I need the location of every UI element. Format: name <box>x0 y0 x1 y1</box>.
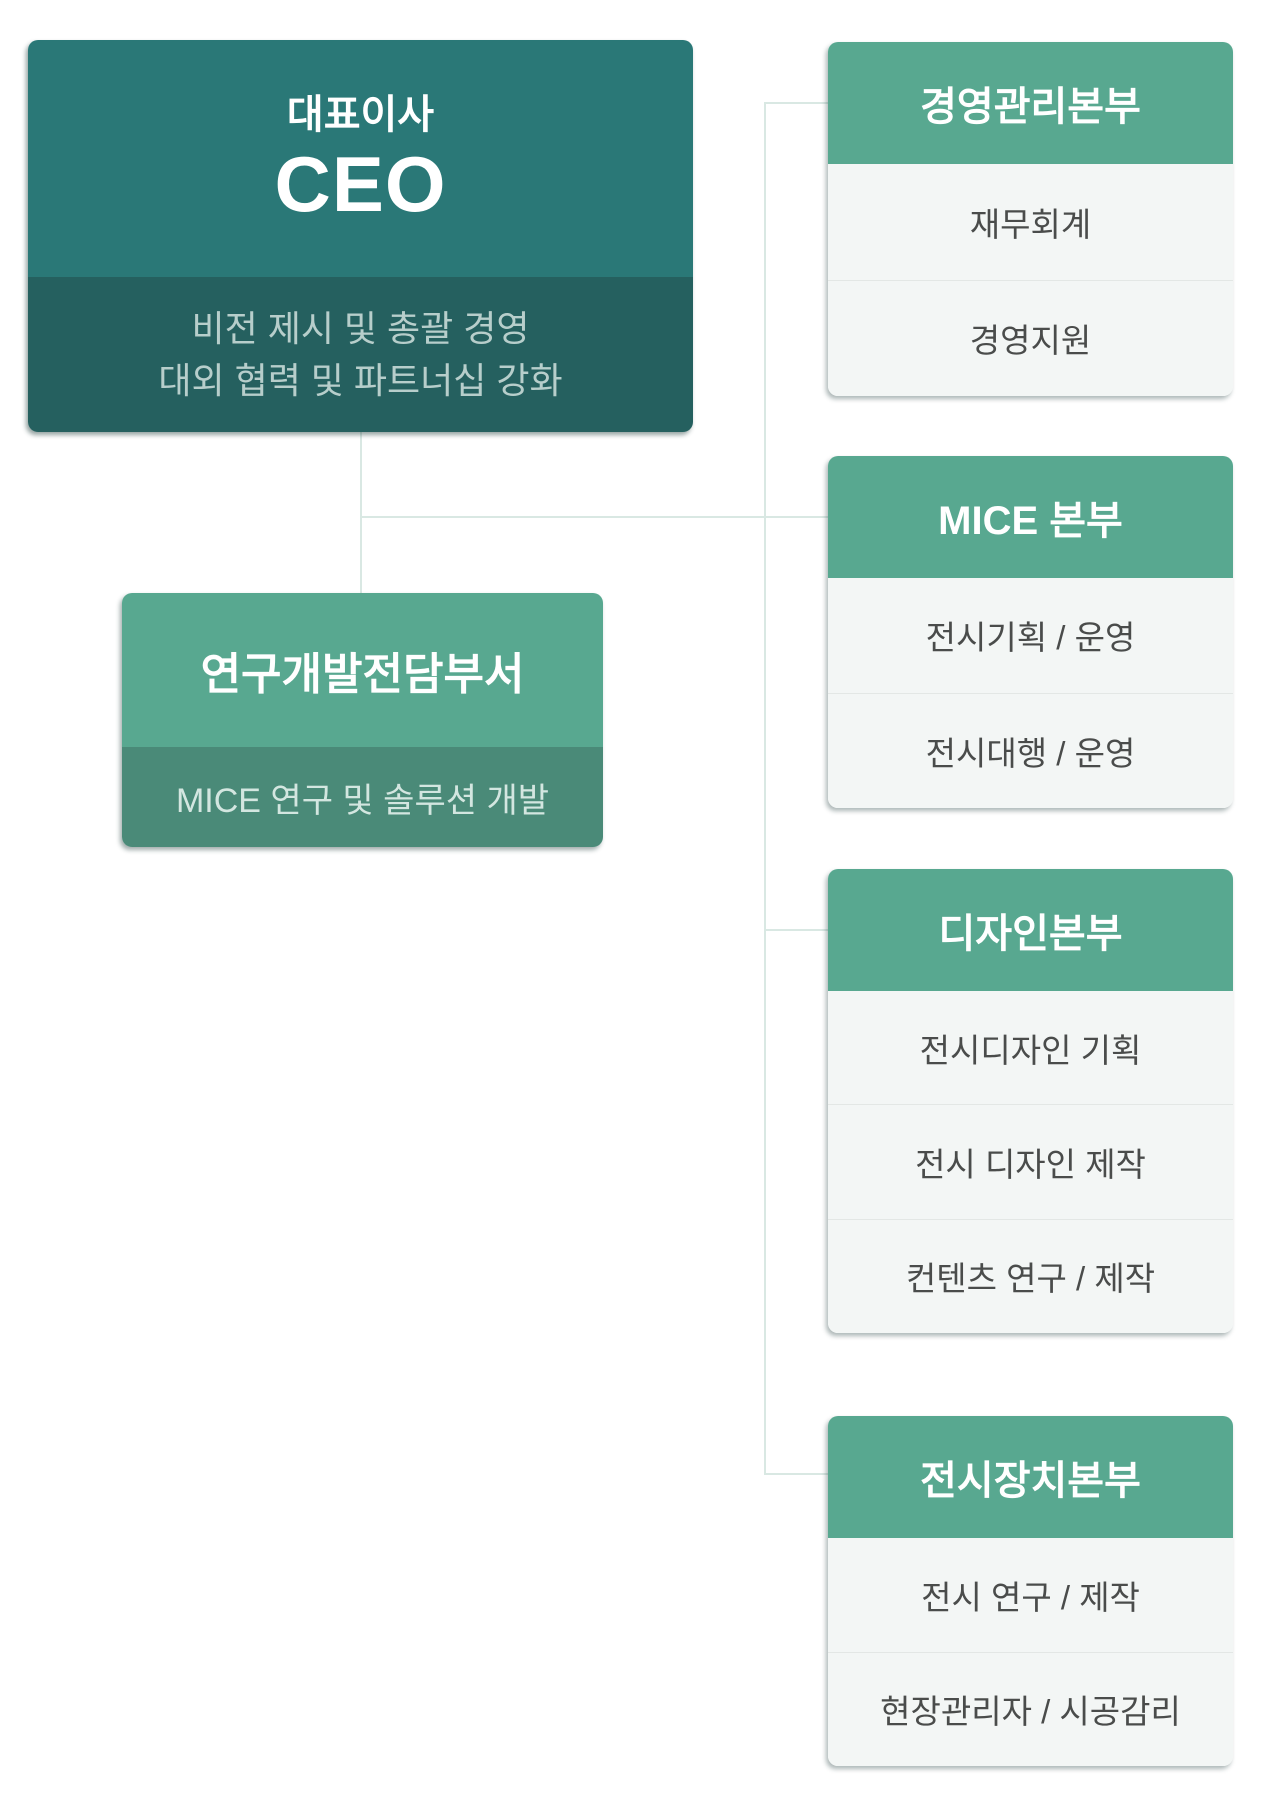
dept-item: 경영지원 <box>828 279 1233 397</box>
connector-trunk-vertical <box>764 102 766 1475</box>
rnd-department-box: 연구개발전담부서 MICE 연구 및 솔루션 개발 <box>122 593 603 847</box>
dept-body: 전시기획 / 운영 전시대행 / 운영 <box>828 578 1233 808</box>
dept-box-design: 디자인본부 전시디자인 기획 전시 디자인 제작 컨텐츠 연구 / 제작 <box>828 869 1233 1333</box>
ceo-box-header: 대표이사 CEO <box>28 40 693 277</box>
ceo-box-description: 비전 제시 및 총괄 경영 대외 협력 및 파트너십 강화 <box>28 277 693 432</box>
ceo-title-korean: 대표이사 <box>286 92 435 137</box>
connector-ceo-to-trunk <box>360 516 828 518</box>
dept-header-mice: MICE 본부 <box>828 456 1233 578</box>
connector-ceo-vertical <box>360 432 362 593</box>
rnd-department-title: 연구개발전담부서 <box>122 593 603 747</box>
dept-item: 전시 디자인 제작 <box>828 1104 1233 1218</box>
dept-header-management: 경영관리본부 <box>828 42 1233 164</box>
dept-item: 컨텐츠 연구 / 제작 <box>828 1218 1233 1333</box>
dept-item: 전시 연구 / 제작 <box>921 1578 1140 1616</box>
dept-item: 현장관리자 / 시공감리 <box>828 1651 1233 1767</box>
dept-box-mice: MICE 본부 전시기획 / 운영 전시대행 / 운영 <box>828 456 1233 808</box>
ceo-description-line: 비전 제시 및 총괄 경영 <box>191 307 530 349</box>
dept-header-design: 디자인본부 <box>828 869 1233 991</box>
dept-item: 전시대행 / 운영 <box>828 692 1233 809</box>
connector-branch-dept-3 <box>764 1473 828 1475</box>
ceo-box: 대표이사 CEO 비전 제시 및 총괄 경영 대외 협력 및 파트너십 강화 <box>28 40 693 432</box>
connector-branch-dept-2 <box>764 929 828 931</box>
dept-item: 전시디자인 기획 <box>919 1031 1142 1069</box>
dept-box-exhibit-construction: 전시장치본부 전시 연구 / 제작 현장관리자 / 시공감리 <box>828 1416 1233 1766</box>
dept-box-management: 경영관리본부 재무회계 경영지원 <box>828 42 1233 396</box>
connector-branch-dept-0 <box>764 102 828 104</box>
ceo-description-line: 대외 협력 및 파트너십 강화 <box>158 359 563 401</box>
rnd-department-subtitle: MICE 연구 및 솔루션 개발 <box>122 747 603 847</box>
dept-item: 전시기획 / 운영 <box>925 619 1136 657</box>
ceo-title-english: CEO <box>274 139 447 228</box>
dept-body: 재무회계 경영지원 <box>828 164 1233 396</box>
dept-header-exhibit-construction: 전시장치본부 <box>828 1416 1233 1538</box>
dept-body: 전시디자인 기획 전시 디자인 제작 컨텐츠 연구 / 제작 <box>828 991 1233 1333</box>
dept-body: 전시 연구 / 제작 현장관리자 / 시공감리 <box>828 1538 1233 1766</box>
dept-item: 재무회계 <box>969 205 1092 243</box>
